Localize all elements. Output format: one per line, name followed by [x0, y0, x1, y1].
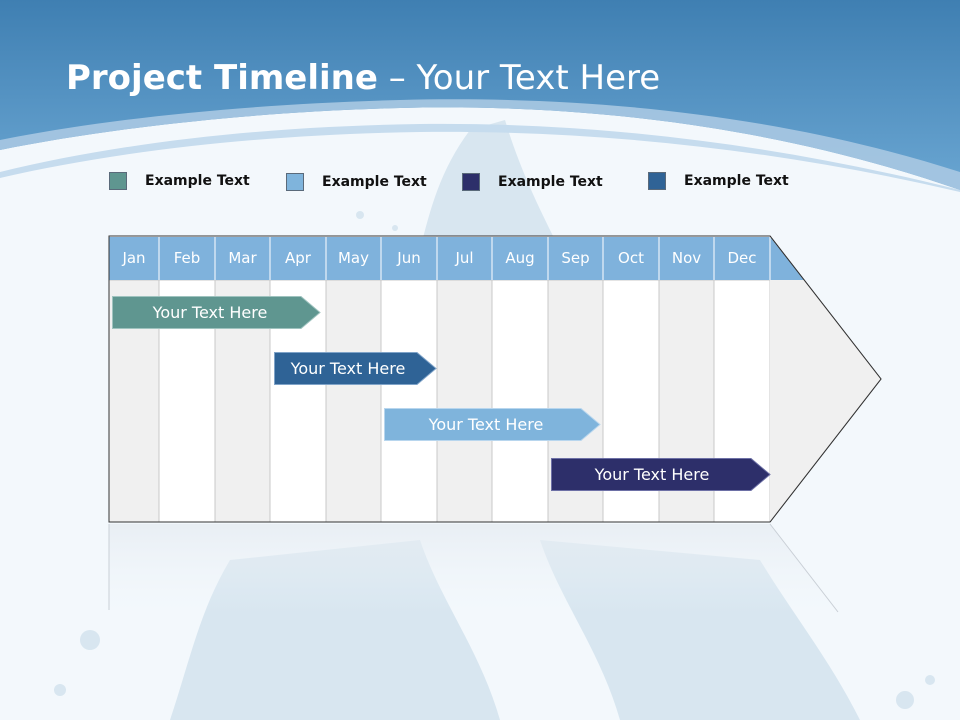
month-columns [108, 279, 771, 523]
month-label-nov: Nov [671, 249, 702, 267]
arrow-shape-icon [112, 296, 321, 329]
header-wave-highlight [0, 99, 960, 190]
month-label-sep: Sep [561, 249, 590, 267]
legend-item-1: Example Text [109, 171, 250, 191]
month-label-mar: Mar [228, 249, 257, 267]
task-arrow-3: Your Text Here [384, 408, 601, 441]
timeline-reflection [109, 524, 840, 614]
month-label-dec: Dec [727, 249, 757, 267]
legend-label: Example Text [322, 174, 427, 190]
header-band [0, 0, 960, 190]
legend-swatch-icon [648, 172, 666, 190]
task-label: Your Text Here [290, 359, 406, 378]
legend-label: Example Text [145, 173, 250, 189]
month-label-oct: Oct [618, 249, 644, 267]
title-subtitle-text: – Your Text Here [377, 58, 661, 98]
task-arrow-4: Your Text Here [551, 458, 771, 491]
legend-label: Example Text [684, 173, 789, 189]
task-arrow-1: Your Text Here [112, 296, 321, 329]
legend-item-2: Example Text [286, 172, 427, 192]
title-bold-text: Project Timeline [66, 58, 378, 98]
task-arrow-2: Your Text Here [274, 352, 437, 385]
task-label: Your Text Here [594, 465, 710, 484]
task-label: Your Text Here [152, 303, 268, 322]
arrow-shape-icon [384, 408, 601, 441]
month-label-apr: Apr [285, 249, 311, 267]
task-label: Your Text Here [428, 415, 544, 434]
legend-swatch-icon [109, 172, 127, 190]
month-label-may: May [337, 249, 369, 267]
month-label-jun: Jun [397, 249, 421, 267]
month-label-jul: Jul [455, 249, 474, 267]
legend-swatch-icon [462, 173, 480, 191]
arrow-shape-icon [551, 458, 771, 491]
slide-title: Project Timeline – Your Text Here [66, 58, 660, 98]
month-header-band [109, 237, 804, 280]
legend-label: Example Text [498, 174, 603, 190]
arrow-shape-icon [274, 352, 437, 385]
month-label-jan: Jan [122, 249, 146, 267]
legend-item-4: Example Text [648, 171, 789, 191]
legend-item-3: Example Text [462, 172, 603, 192]
legend-swatch-icon [286, 173, 304, 191]
month-label-feb: Feb [173, 249, 201, 267]
month-label-aug: Aug [505, 249, 535, 267]
